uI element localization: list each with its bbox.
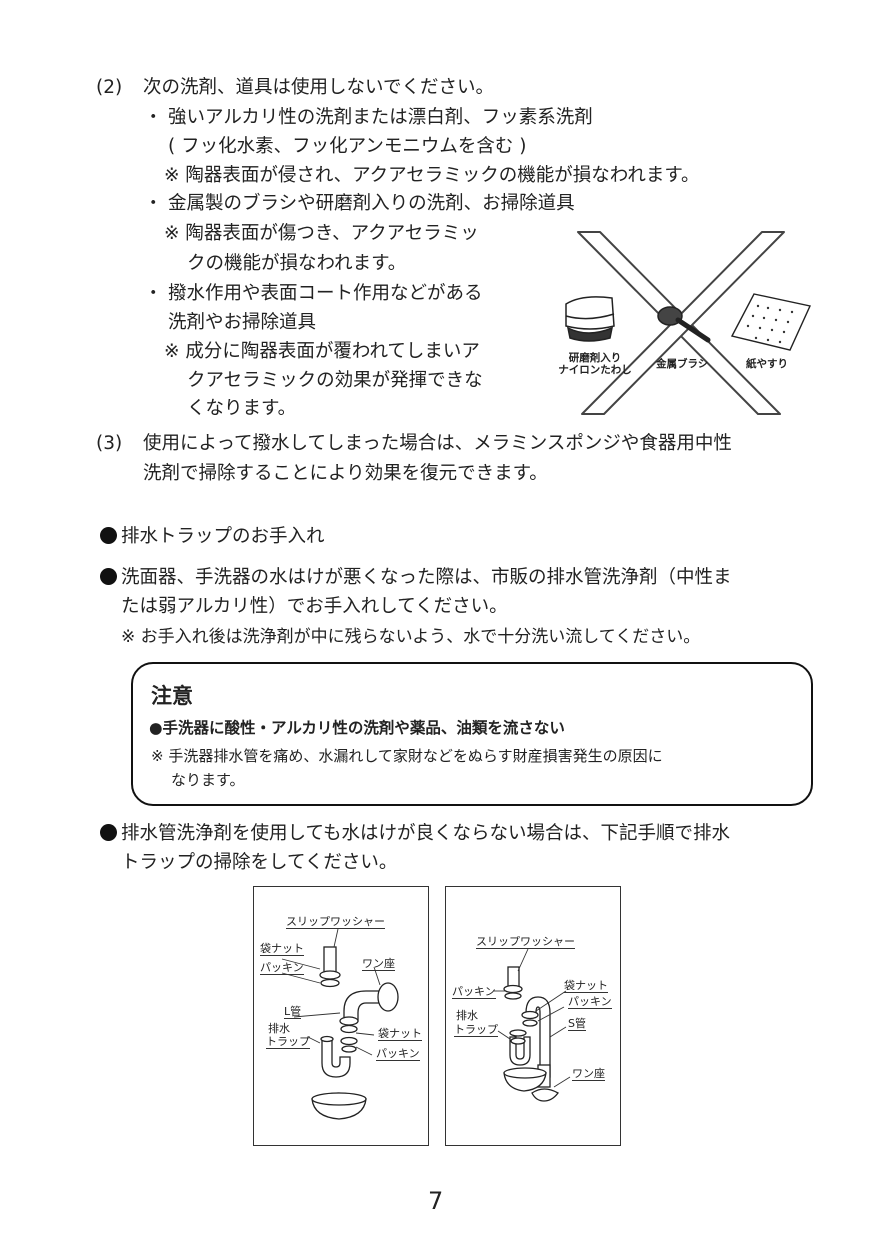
label-trap-line2: トラップ [266,1035,310,1049]
trap-heading: 排水トラップのお手入れ [100,523,325,551]
label-wan-za: ワン座 [362,957,395,971]
s-pipe-trap-diagram-icon [494,948,571,1102]
label-packing: パッキン [452,985,496,999]
bullet-1-subtext: ( フッ化水素、フッ化アンモニウムを含む ) [168,136,527,157]
trap-p1-line1: 洗面器、手洗器の水はけが悪くなった際は、市販の排水管洗浄剤（中性ま [100,564,732,592]
caution-bold-text: ●手洗器に酸性・アルカリ性の洗剤や薬品、油類を流さない [149,719,565,737]
brush-icon [657,306,711,343]
bullet-dot-icon [100,568,117,585]
cross-mark-icon [565,231,811,415]
trap-diagram-right: スリップワッシャー パッキン 袋ナット パッキン 排水 トラップ S管 ワン座 [445,886,621,1146]
section2-number: (2) [96,77,123,98]
label-metal-brush: 金属ブラシ [656,358,709,370]
label-bag-nut: 袋ナット [260,942,304,956]
caution-note-line2: なります。 [171,771,245,789]
sandpaper-icon [730,293,811,351]
section2-heading: 次の洗剤、道具は使用しないでください。 [143,77,494,98]
label-sandpaper: 紙やすり [746,358,788,370]
bullet-2-text: 金属製のブラシや研磨剤入りの洗剤、お掃除道具 [168,193,575,214]
bullet-3-marker: ・ [144,283,163,304]
bullet-3-text-line1: 撥水作用や表面コート作用などがある [168,283,483,304]
bullet-dot-icon [100,527,117,544]
section3-number: (3) [96,433,123,454]
bullet-1-marker: ・ [144,107,163,128]
label-l-pipe: L管 [284,1005,302,1019]
page-number: 7 [428,1187,444,1215]
p2-line1: 排水管洗浄剤を使用しても水はけが良くならない場合は、下記手順で排水 [100,820,730,848]
bullet-3-note-line2: クアセラミックの効果が発揮できな [187,370,483,391]
caution-note-line1: ※ 手洗器排水管を痛め、水漏れして家財などをぬらす財産損害発生の原因に [151,747,663,765]
bullet-2-marker: ・ [144,193,163,214]
l-pipe-trap-diagram-icon [281,928,399,1120]
label-bag-nut: 袋ナット [564,979,608,993]
label-packing-2: パッキン [376,1047,420,1061]
label-s-pipe: S管 [568,1017,586,1031]
section3-line2: 洗剤で掃除することにより効果を復元できます。 [143,463,548,484]
bullet-3-note-line1: ※ 成分に陶器表面が覆われてしまいア [164,341,480,362]
bullet-3-text-line2: 洗剤やお掃除道具 [168,312,317,333]
bullet-dot-icon [100,824,117,841]
bullet-1-text: 強いアルカリ性の洗剤または漂白剤、フッ素系洗剤 [168,107,593,128]
label-bag-nut-2: 袋ナット [378,1027,422,1041]
label-slip-washer: スリップワッシャー [476,935,575,949]
label-trap-line1: 排水 [456,1009,478,1022]
caution-title: 注意 [151,684,193,708]
label-abrasive-sponge: 研磨剤入り ナイロンたわし [550,352,640,376]
trap-heading-text: 排水トラップのお手入れ [121,526,325,547]
p2-line1-text: 排水管洗浄剤を使用しても水はけが良くならない場合は、下記手順で排水 [121,823,731,844]
label-slip-washer: スリップワッシャー [286,915,385,929]
label-abrasive-sponge-line1: 研磨剤入り [568,352,622,364]
label-trap-line1: 排水 [268,1022,290,1035]
bullet-2-note-line2: クの機能が損なわれます。 [187,253,407,274]
bullet-2-note-line1: ※ 陶器表面が傷つき、アクアセラミッ [164,223,479,244]
label-abrasive-sponge-line2: ナイロンたわし [558,364,632,376]
trap-p1-line1-text: 洗面器、手洗器の水はけが悪くなった際は、市販の排水管洗浄剤（中性ま [121,567,732,588]
label-packing: パッキン [260,961,304,975]
sponge-icon [565,296,615,342]
bullet-1-note: ※ 陶器表面が侵され、アクアセラミックの機能が損なわれます。 [164,165,700,186]
prohibited-tools-illustration: 研磨剤入り ナイロンたわし 金属ブラシ 紙やすり [548,228,814,418]
trap-p1-note: ※ お手入れ後は洗浄剤が中に残らないよう、水で十分洗い流してください。 [121,627,701,647]
caution-box: 注意 ●手洗器に酸性・アルカリ性の洗剤や薬品、油類を流さない ※ 手洗器排水管を… [131,662,813,806]
section3-line1: 使用によって撥水してしまった場合は、メラミンスポンジや食器用中性 [143,433,732,454]
bullet-3-note-line3: くなります。 [187,398,297,419]
label-trap-line2: トラップ [454,1023,498,1037]
trap-p1-line2: たは弱アルカリ性）でお手入れしてください。 [121,596,508,617]
trap-diagram-left: スリップワッシャー 袋ナット パッキン ワン座 L管 排水 トラップ 袋ナット … [253,886,429,1146]
label-wan-za: ワン座 [572,1067,605,1081]
label-packing-2: パッキン [568,995,612,1009]
p2-line2: トラップの掃除をしてください。 [121,852,398,873]
